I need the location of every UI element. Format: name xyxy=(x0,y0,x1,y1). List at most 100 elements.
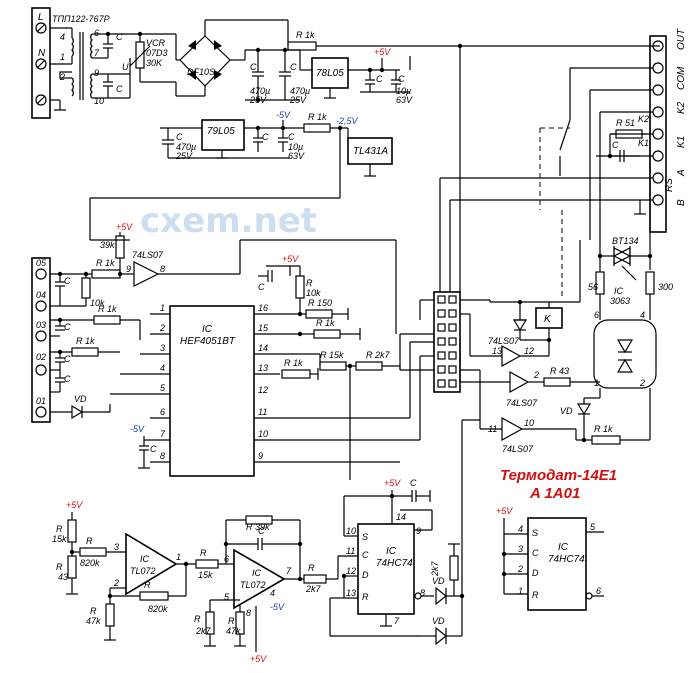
rail-m25: -2,5V xyxy=(336,116,359,126)
opamp2-pin4: 4 xyxy=(270,588,275,598)
opamp2-pin7: 7 xyxy=(286,566,292,576)
buf4-pin8: 8 xyxy=(160,264,165,274)
title-line1: Термодат-14Е1 xyxy=(500,467,617,484)
sensor-terminal-block: 05 04 03 02 01 xyxy=(31,257,51,423)
r1k-opto: R 1k xyxy=(594,424,613,434)
mux-pin-8: 8 xyxy=(160,451,165,461)
ff2-pin2: 2 xyxy=(517,564,523,574)
ff2-c: C xyxy=(532,548,539,558)
r56-label: 56 xyxy=(588,282,598,292)
buf-label-4: 74LS07 xyxy=(132,250,164,260)
r300-label: 300 xyxy=(658,282,673,292)
r1k-2: R 1k xyxy=(308,112,327,122)
opto-name: 3063 xyxy=(610,296,630,306)
cap-02: C xyxy=(64,354,71,364)
mux-hef4051bt: IC HEF4051BT xyxy=(169,305,255,477)
r39k-fb: R 39k xyxy=(246,522,270,532)
ff-d: D xyxy=(362,570,369,580)
ff-pin13: 13 xyxy=(346,588,356,598)
rail-p5-mux: +5V xyxy=(282,254,299,264)
title-line2: A 1A01 xyxy=(529,485,580,502)
cap-label-c8: C xyxy=(262,132,269,142)
buf1-pin12: 12 xyxy=(524,346,534,356)
mux-pin-7: 7 xyxy=(160,429,166,439)
cap-mux: C xyxy=(150,444,157,454)
rail-m5-top: -5V xyxy=(276,110,291,120)
tr-pin-10: 10 xyxy=(94,96,104,106)
cap-label-c10: C xyxy=(612,140,619,150)
tl431-label: TL431A xyxy=(353,146,388,157)
rail-p5-op: +5V xyxy=(250,654,267,664)
rail-p5-div: +5V xyxy=(66,500,83,510)
r2k7-gnd: 2k7 xyxy=(195,626,212,636)
regulator-79l05: 79L05 xyxy=(201,119,245,159)
vd-b1: VD xyxy=(432,576,445,586)
triac-label: BT134 xyxy=(612,236,639,246)
term-a: A xyxy=(676,169,687,177)
ff2-pin5: 5 xyxy=(590,522,596,532)
vcr-name: VCR xyxy=(146,38,166,48)
cap-ff: C xyxy=(410,478,417,488)
r1k-05: R 1k xyxy=(96,258,115,268)
r2k7-out: 2k7 xyxy=(305,584,322,594)
cap-10u-2: 10µ xyxy=(288,142,303,152)
vcr-val: 30K xyxy=(146,58,163,68)
r15k-2: 15k xyxy=(198,570,213,580)
buf3-pin10: 10 xyxy=(524,418,534,428)
mux-pin-14: 14 xyxy=(258,343,268,353)
r-47k-b: R xyxy=(228,616,235,626)
buf-label-1: 74LS07 xyxy=(488,336,520,346)
cap-label-c4: C xyxy=(290,62,297,72)
cap-label-c7: C xyxy=(176,132,183,142)
opamp2-name: TL072 xyxy=(240,580,266,590)
r820k-in: 820k xyxy=(80,558,100,568)
pin-header xyxy=(433,291,461,393)
cap-label-c3: C xyxy=(250,62,257,72)
vd-b2: VD xyxy=(432,616,445,626)
k1-label: K1 xyxy=(638,138,649,148)
r820k-fb: 820k xyxy=(148,604,168,614)
r-2k7-b: R xyxy=(194,614,201,624)
mux-pins-left: 1 2 3 4 5 6 7 8 xyxy=(159,303,166,461)
reg1-label: 78L05 xyxy=(316,68,344,79)
mux-pin-10: 10 xyxy=(258,429,268,439)
r-2k7-c: R xyxy=(308,563,315,573)
cap-05: C xyxy=(64,276,71,286)
ff-ic: IC xyxy=(386,546,397,557)
ff2-pin6: 6 xyxy=(596,586,601,596)
opamp1-name: TL072 xyxy=(130,566,156,576)
r1k-top: R 1k xyxy=(296,30,315,40)
terminal-04: 04 xyxy=(36,290,46,300)
triac-bt134: BT134 xyxy=(612,236,639,266)
mux-pin-15: 15 xyxy=(258,323,269,333)
k2-label: K2 xyxy=(638,114,649,124)
cap-03: C xyxy=(64,322,71,332)
mux-pin-13: 13 xyxy=(258,363,268,373)
r10k-mux: 10k xyxy=(306,288,321,298)
opto-pin2: 2 xyxy=(639,378,645,388)
mux-pin-6: 6 xyxy=(160,407,165,417)
cap-label-c1: C xyxy=(116,32,123,42)
tr-pin-6: 6 xyxy=(94,28,99,38)
r39k-label: 39k xyxy=(100,240,115,250)
terminal-01: 01 xyxy=(36,396,46,406)
opto-pin4: 4 xyxy=(640,310,645,320)
vd-opto: VD xyxy=(560,406,573,416)
term-out: OUT xyxy=(676,28,687,50)
cap-02b: C xyxy=(64,374,71,384)
term-k2: K2 xyxy=(676,101,687,114)
rectifier-bridge: DF10S xyxy=(179,35,231,87)
mux-pin-16: 16 xyxy=(258,303,268,313)
junctions xyxy=(57,31,653,599)
r150-label: R 150 xyxy=(308,298,332,308)
cap-label-c9: C xyxy=(288,132,295,142)
r15k-label: R 15k xyxy=(320,350,344,360)
cap-470u-2: 470µ xyxy=(290,86,310,96)
ff2-ic: IC xyxy=(558,542,569,553)
ff-name: 74HC74 xyxy=(376,558,413,569)
opamp1-ic: IC xyxy=(140,554,150,564)
r15k-div: 15k xyxy=(52,534,67,544)
rail-m5-op: -5V xyxy=(270,602,285,612)
opto-pin6: 6 xyxy=(594,310,599,320)
r1k-mux: R 1k xyxy=(316,318,335,328)
